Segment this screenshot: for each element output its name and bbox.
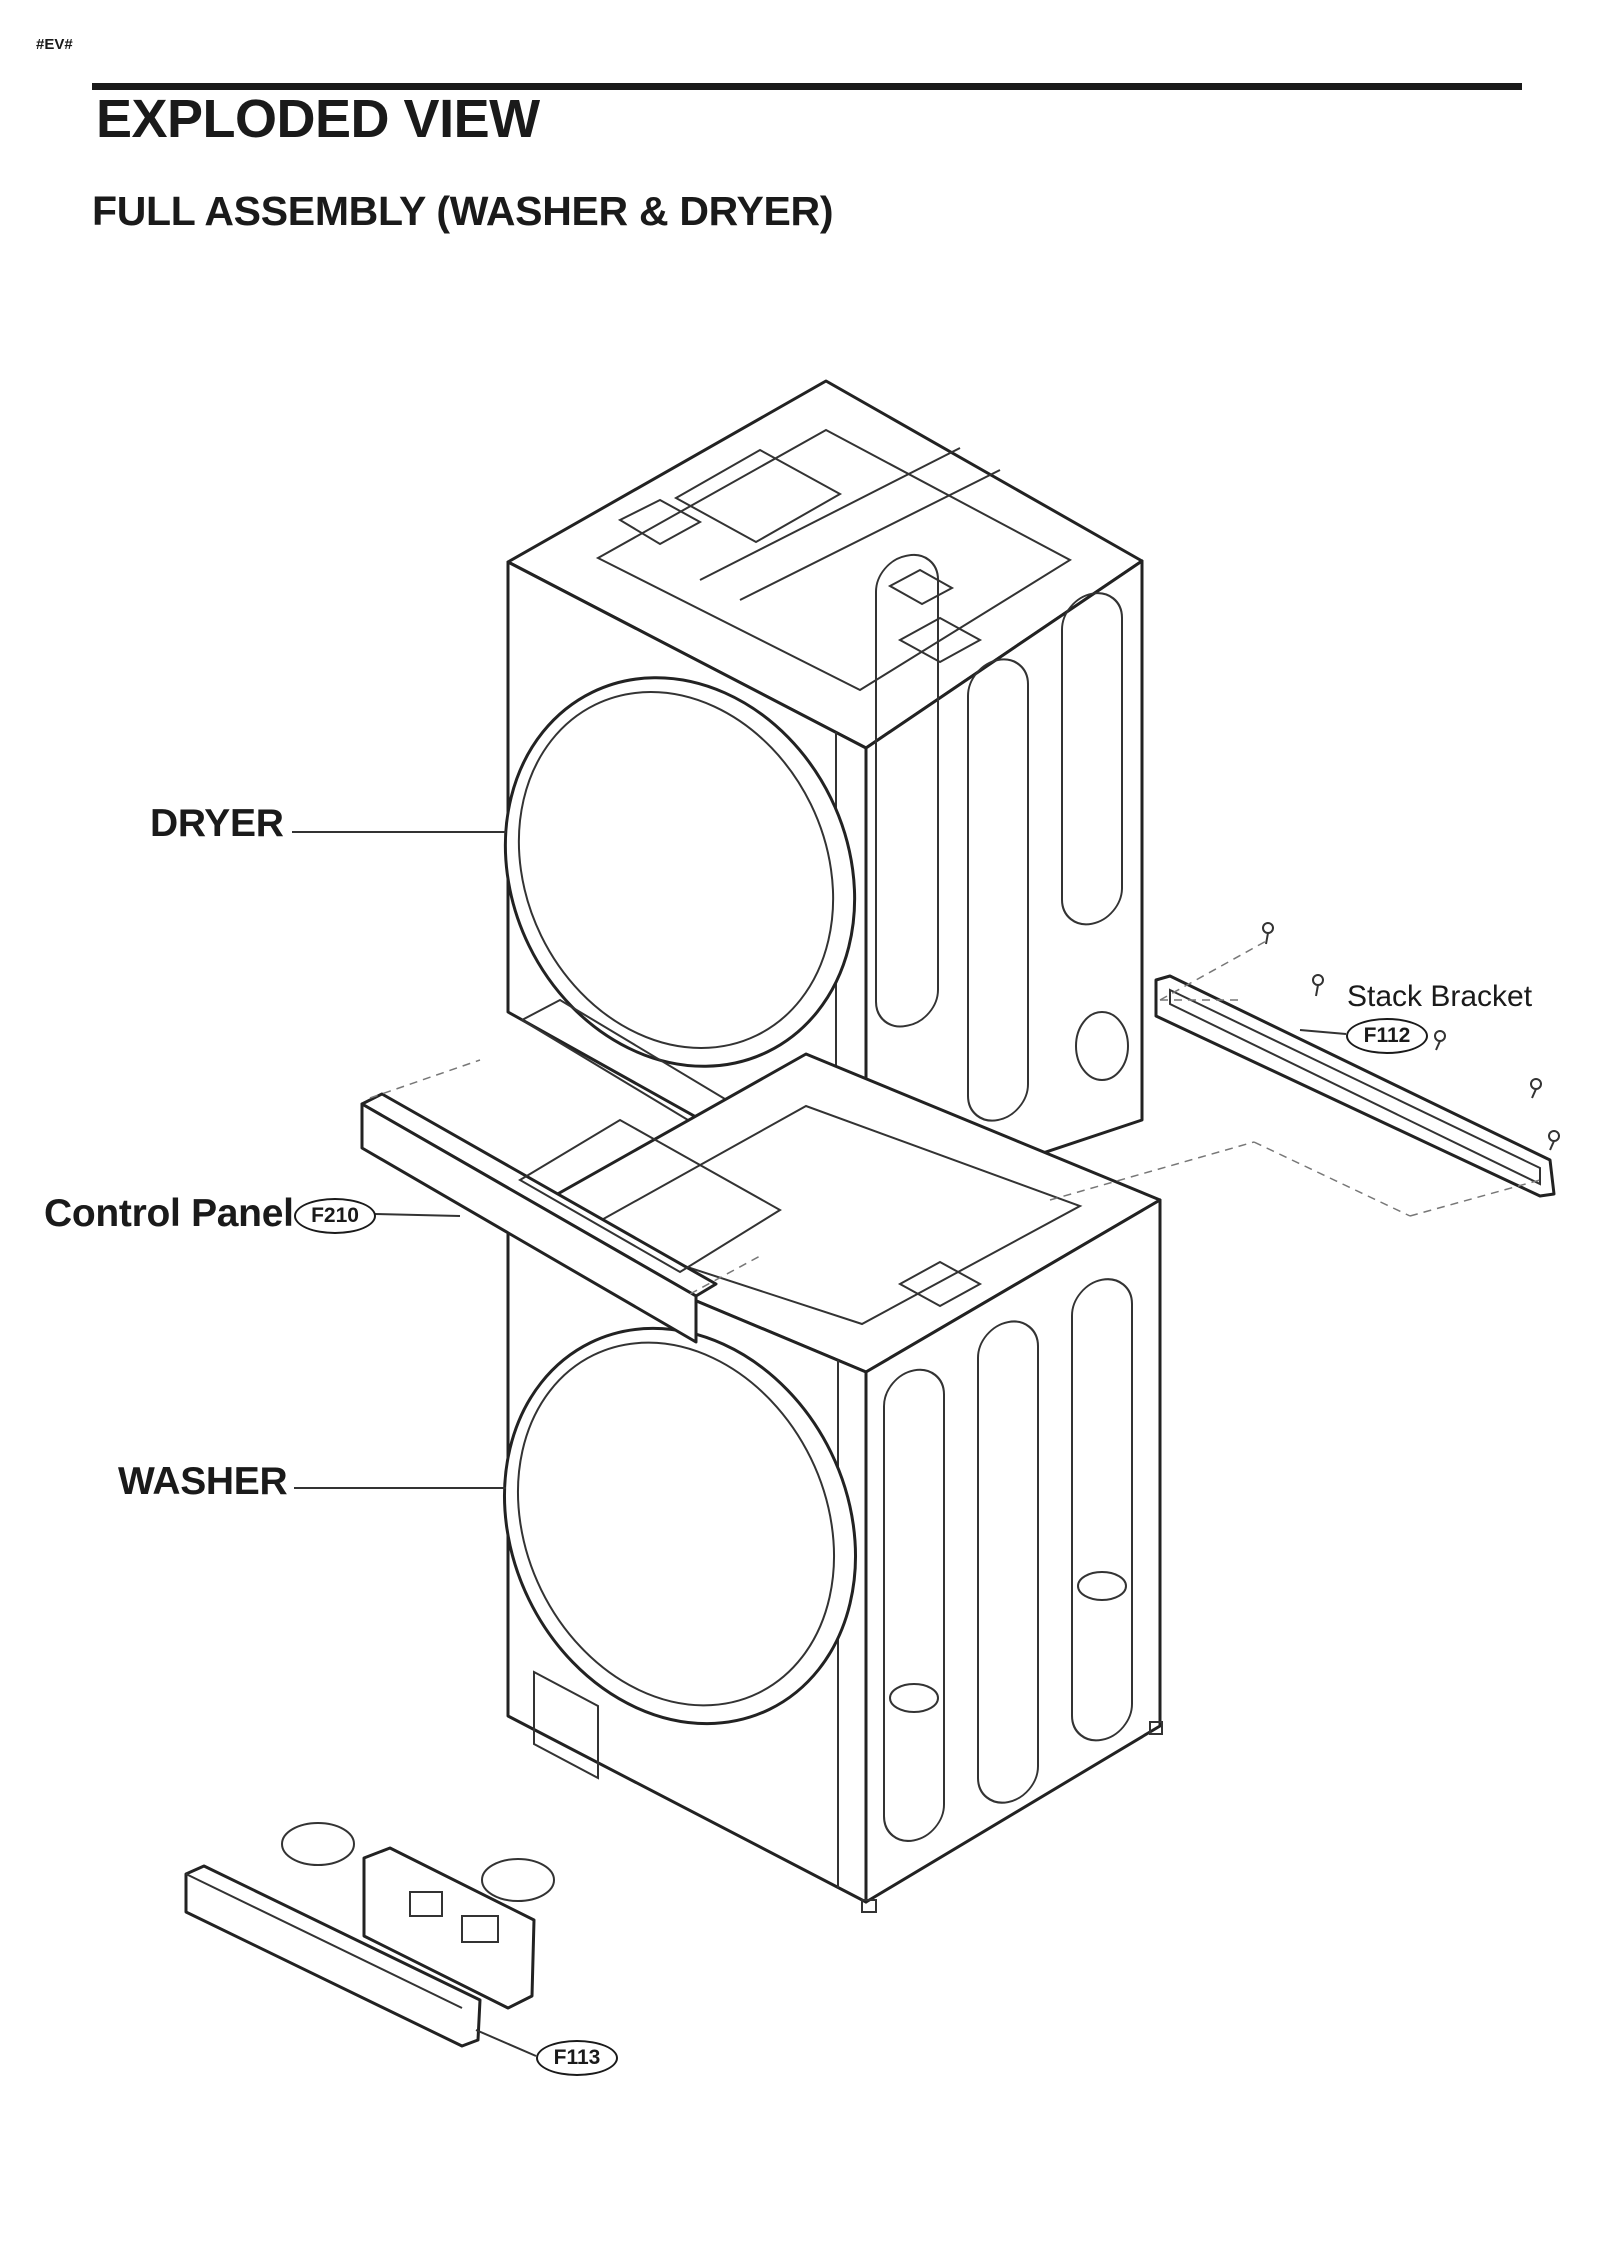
washer-unit: [503, 1052, 1163, 1913]
page-subtitle: FULL ASSEMBLY (WASHER & DRYER): [92, 188, 834, 234]
control-panel-part: [360, 1059, 782, 1344]
stack-bracket-part: [1049, 922, 1560, 1217]
page-tag: #EV#: [36, 36, 73, 53]
header-rule: [92, 83, 1522, 90]
front-panel-part: [184, 1822, 555, 2048]
leader-front-panel: [475, 2029, 537, 2057]
part-code-stack-bracket: F112: [1346, 1018, 1428, 1054]
dryer-label: DRYER: [150, 802, 284, 845]
leader-stack-bracket: [1299, 1029, 1347, 1035]
part-code-control-panel: F210: [294, 1198, 376, 1234]
page-title: EXPLODED VIEW: [96, 89, 540, 149]
washer-label: WASHER: [118, 1460, 288, 1503]
part-code-front-panel: F113: [536, 2040, 618, 2076]
stack-bracket-label: Stack Bracket: [1347, 980, 1533, 1013]
control-panel-label: Control Panel: [44, 1192, 294, 1235]
leader-control-panel: [373, 1213, 461, 1217]
